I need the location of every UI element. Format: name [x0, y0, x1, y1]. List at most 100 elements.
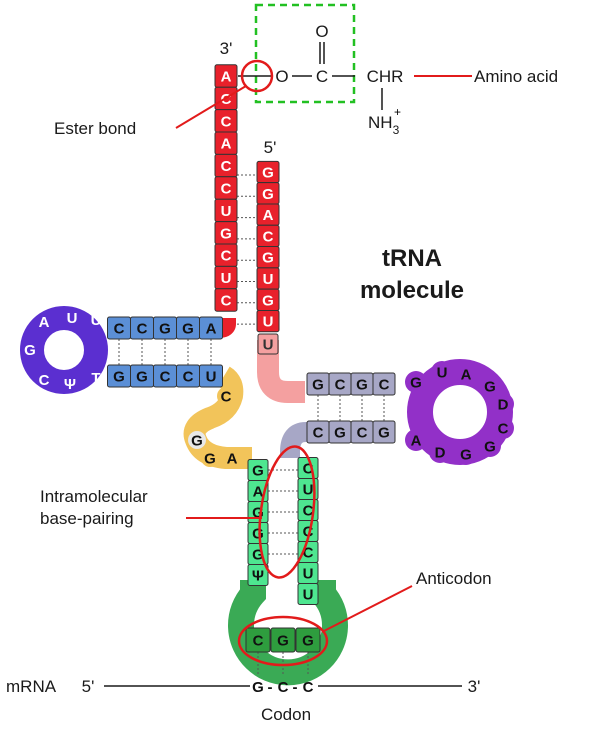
ester-bond-label: Ester bond	[54, 119, 136, 138]
acceptor-5prime-nt-7: G	[256, 288, 280, 311]
mrna-five-prime: 5'	[82, 677, 95, 696]
d-loop-nt-3: A	[39, 314, 50, 331]
codon-bases: G-C-C	[252, 679, 313, 696]
d-arm-top-nt-1: C	[107, 316, 131, 340]
tpsi-arm-bottom-nt-3-letter: C	[357, 425, 368, 442]
anticodon-stem-right-nt-1: C	[297, 457, 319, 479]
acceptor-five-prime-label: 5'	[264, 138, 277, 157]
acceptor-5prime-nt-5-letter: G	[262, 250, 274, 267]
d-loop-nt-2: U	[67, 310, 78, 327]
codon-nt-1: G	[252, 679, 264, 696]
acceptor-5prime-nt-3: A	[256, 203, 280, 226]
codon-nt-3: C	[303, 679, 314, 696]
d-arm-top-nt-3: G	[153, 316, 177, 340]
acceptor-5prime-nt-4: C	[256, 224, 280, 248]
d-arm-top-nt-4: G	[176, 316, 200, 340]
acceptor-3prime-nt-9-letter: C	[221, 248, 232, 265]
title-line-1: tRNA	[382, 245, 442, 272]
tpsi-arm-top-nt-3: G	[350, 372, 374, 396]
anticodon-nt-2: G	[270, 627, 296, 653]
acceptor-5prime-nt-1: G	[256, 160, 280, 184]
anticodon-pointer	[321, 585, 413, 633]
codon-dash: -	[293, 679, 298, 696]
d-arm-bottom-nt-4-letter: C	[183, 369, 194, 386]
d-arm-bottom-nt-5: U	[199, 364, 223, 388]
d-arm-top-nt-5: A	[199, 316, 223, 340]
d-loop-nt-6: Ψ	[64, 376, 76, 393]
anticodon-stem-right-nt-5: C	[297, 541, 319, 563]
tpsi-loop-nt-9-shape	[429, 441, 451, 463]
linker-nt-2-letter: G	[191, 433, 203, 450]
tpsi-loop-nt-6-letter: C	[498, 421, 509, 438]
tpsi-loop-nt-3-shape	[455, 363, 477, 385]
tpsi-arm-bottom-nt-4-shape	[372, 420, 396, 444]
acceptor-3prime-nt-8: G	[214, 221, 238, 245]
tpsi-loop-nt-9: D	[429, 441, 451, 463]
d-arm-bottom-nt-5-letter: U	[206, 369, 217, 386]
anticodon-stem-right-nt-7-shape	[297, 583, 319, 605]
acceptor-3prime-nt-8-letter: G	[220, 225, 232, 242]
d-arm-bottom-nt-2: G	[130, 364, 154, 388]
anticodon-nt-3-letter: G	[302, 633, 314, 650]
linker-nt-1-letter: C	[221, 389, 232, 406]
anticodon-stem-left-nt-3: G	[247, 501, 269, 523]
backbone-grey-connector	[280, 422, 312, 458]
amino-acid-label: Amino acid	[474, 67, 558, 86]
mrna-label: mRNA	[6, 677, 57, 696]
tpsi-loop-nt-3: A	[455, 363, 477, 385]
amine-group: NH3	[368, 113, 400, 137]
linker-nt-4-shape	[223, 449, 241, 467]
d-arm-top-nt-2-letter: C	[137, 321, 148, 338]
linker-nt-3-shape	[201, 449, 219, 467]
d-arm-bottom-nt-1: G	[107, 364, 131, 388]
backbone-yellow-linker	[183, 366, 252, 469]
acceptor-5prime-nt-2-letter: G	[262, 186, 274, 203]
d-arm-bottom-nt-5-shape	[199, 364, 223, 388]
ester-bond-highlight	[240, 59, 274, 93]
acceptor-5prime-nt-6-letter: U	[263, 271, 274, 288]
acceptor-3prime-nt-11-shape	[214, 288, 238, 312]
tpsi-loop-nt-3-letter: A	[461, 367, 472, 384]
intramolecular-label-line-2: base-pairing	[40, 509, 134, 528]
d-arm-top-nt-5-shape	[199, 316, 223, 340]
codon-label: Codon	[261, 705, 311, 724]
tpsi-arm-top-nt-4-shape	[372, 372, 396, 396]
anticodon-stem-right-nt-2-letter: U	[303, 482, 314, 499]
anticodon-highlight	[237, 615, 329, 667]
anticodon-nt-1: C	[245, 627, 271, 653]
acceptor-3prime-nt-2-letter: C	[221, 91, 232, 108]
acceptor-three-prime-label: 3'	[220, 39, 233, 58]
d-arm-bottom-nt-4: C	[176, 364, 200, 388]
anticodon-stem-left-nt-4-letter: G	[252, 526, 264, 543]
anticodon-nt-3-shape	[295, 627, 321, 653]
tpsi-arm-bottom-nt-1-letter: C	[313, 425, 324, 442]
backbone-pink	[257, 340, 305, 403]
acceptor-3prime-nt-11-letter: C	[221, 293, 232, 310]
acceptor-5prime-nt-3-letter: A	[263, 207, 274, 224]
mrna-three-prime: 3'	[468, 677, 481, 696]
anticodon-stem-left-nt-4: G	[247, 522, 269, 544]
tpsi-arm-bottom-nt-2-letter: G	[334, 425, 346, 442]
d-arm-bottom-nt-1-letter: G	[113, 369, 125, 386]
mrna: mRNA 5' 3' G-C-C Codon	[6, 677, 480, 724]
tpsi-loop-nt-2-letter: U	[437, 365, 448, 382]
acceptor-5prime-nt-1-letter: G	[262, 165, 274, 182]
anticodon-stem-right-nt-7: U	[297, 583, 319, 605]
anticodon-stem-left-nt-6: Ψ	[247, 564, 269, 586]
linker-nt-3: G	[201, 449, 219, 468]
amine-nh: NH	[368, 113, 393, 132]
anticodon-nt-1-letter: C	[253, 633, 264, 650]
acceptor-discriminator-nt-letter: U	[263, 337, 274, 354]
d-arm-top-nt-3-letter: G	[159, 321, 171, 338]
tpsi-arm-top-nt-1-letter: G	[312, 377, 324, 394]
tpsi-loop-nt-4-shape	[479, 375, 501, 397]
anticodon-stem-right-nt-1-letter: C	[303, 461, 314, 478]
anticodon-stem-right-nt-6-letter: U	[303, 566, 314, 583]
labels: 3' 5' Amino acid Ester bond tRNA molecul…	[40, 39, 558, 588]
acceptor-3prime-nt-1: A	[214, 64, 238, 88]
d-arm-top-nt-2: C	[130, 316, 154, 340]
intramolecular-label-line-1: Intramolecular	[40, 487, 148, 506]
acceptor-3prime-nt-4-letter: A	[221, 136, 232, 153]
